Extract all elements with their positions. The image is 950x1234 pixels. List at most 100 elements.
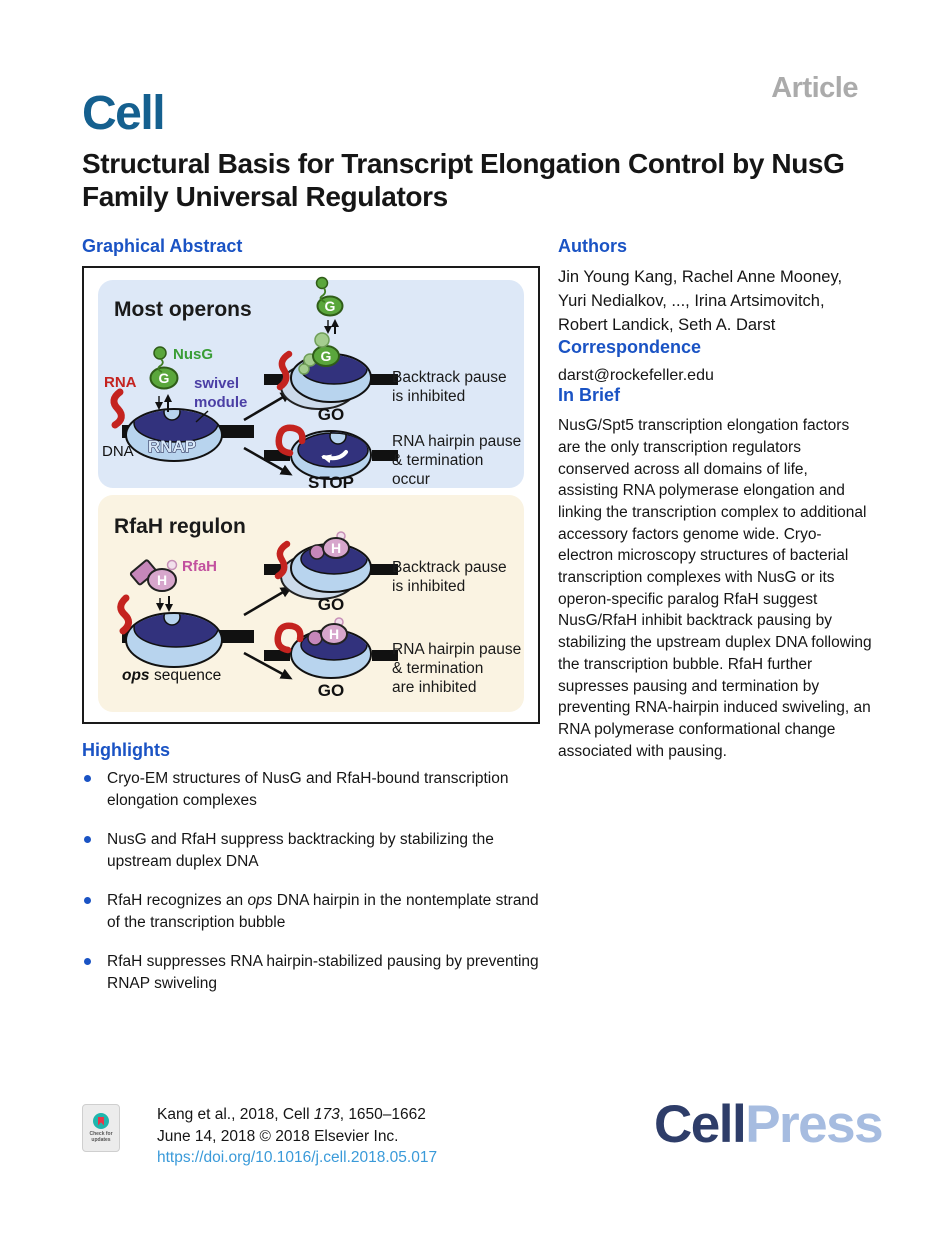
nusg-ctd-circle bbox=[315, 276, 329, 290]
caption: is inhibited bbox=[392, 388, 465, 405]
g-letter: G bbox=[321, 348, 332, 364]
dna-label: DNA bbox=[102, 443, 134, 460]
bullet-icon bbox=[84, 958, 91, 965]
rfah-h-oval bbox=[322, 537, 350, 559]
arrow-to-go1 bbox=[243, 586, 293, 617]
highlight-text-italic: ops bbox=[247, 892, 273, 909]
caption: RNA hairpin pause bbox=[392, 433, 521, 450]
highlight-text: RfaH recognizes an bbox=[107, 892, 248, 909]
dna-bar bbox=[370, 374, 398, 385]
nusg-ctd-circle bbox=[298, 363, 310, 375]
cellpress-logo: CellPress bbox=[654, 1094, 884, 1155]
dna-bar bbox=[372, 450, 398, 461]
highlight-text: DNA hairpin in the nontemplate strand of… bbox=[107, 892, 539, 931]
rna-squiggle bbox=[117, 594, 132, 635]
dna-bar bbox=[264, 450, 290, 461]
info-column: Authors Jin Young Kang, Rachel Anne Moon… bbox=[558, 236, 872, 762]
g-letter: G bbox=[159, 370, 170, 386]
highlight-text: Cryo-EM structures of NusG and RfaH-boun… bbox=[107, 770, 509, 809]
arrow-to-go bbox=[243, 391, 293, 422]
swivel-label-2: module bbox=[194, 394, 247, 411]
rfah-label: RfaH bbox=[182, 558, 217, 575]
dna-bar bbox=[264, 374, 290, 385]
nusg-ctd-circle bbox=[153, 346, 167, 360]
caption: RNA hairpin pause bbox=[392, 641, 521, 658]
panel2-title: RfaH regulon bbox=[114, 515, 246, 538]
nusg-ctd-circle bbox=[314, 332, 330, 348]
citation-line-2: June 14, 2018 © 2018 Elsevier Inc. bbox=[157, 1127, 399, 1145]
highlight-item: RfaH recognizes an ops DNA hairpin in th… bbox=[82, 890, 552, 934]
caption: is inhibited bbox=[392, 578, 465, 595]
ops-label: ops bbox=[122, 667, 150, 684]
rfah-barrel-circle bbox=[307, 630, 323, 646]
in-brief-heading: In Brief bbox=[558, 385, 621, 406]
rnap-label: RNAP bbox=[148, 437, 196, 456]
author-names: Jin Young Kang, Rachel Anne Mooney, Yuri… bbox=[558, 268, 843, 334]
badge-text: Check for updates bbox=[89, 1131, 113, 1143]
rna-label: RNA bbox=[104, 374, 137, 391]
caption: Backtrack pause bbox=[392, 559, 507, 576]
highlights-list: Cryo-EM structures of NusG and RfaH-boun… bbox=[82, 768, 552, 1012]
swivel-arrow-icon bbox=[321, 450, 348, 464]
highlight-item: RfaH suppresses RNA hairpin-stabilized p… bbox=[82, 951, 552, 995]
rna-squiggle bbox=[110, 388, 125, 429]
check-updates-icon bbox=[93, 1113, 109, 1129]
go-label: GO bbox=[318, 595, 344, 614]
article-type-label: Article bbox=[771, 72, 858, 104]
highlights-heading: Highlights bbox=[82, 740, 170, 760]
bookmark-icon bbox=[98, 1116, 104, 1126]
highlight-item: Cryo-EM structures of NusG and RfaH-boun… bbox=[82, 768, 552, 812]
rna-squiggle bbox=[274, 540, 291, 580]
graphical-abstract-heading: Graphical Abstract bbox=[82, 236, 243, 256]
arrow-to-go2 bbox=[243, 651, 293, 680]
dna-bar bbox=[264, 564, 290, 575]
correspondence-email[interactable]: darst@rockefeller.edu bbox=[558, 367, 714, 385]
caption: occur bbox=[392, 471, 430, 488]
caption: & termination bbox=[392, 660, 483, 677]
go-label: GO bbox=[318, 405, 344, 424]
paper-title: Structural Basis for Transcript Elongati… bbox=[82, 148, 845, 212]
dna-bar bbox=[264, 650, 290, 661]
citation-line-1: Kang et al., 2018, Cell 173, 1650–1662 bbox=[157, 1106, 426, 1123]
rfah-h-oval bbox=[147, 568, 177, 592]
nusg-label: NusG bbox=[173, 346, 213, 363]
caption: are inhibited bbox=[392, 679, 476, 696]
citation-block: Kang et al., 2018, Cell 173, 1650–1662 J… bbox=[157, 1104, 437, 1169]
caption: Backtrack pause bbox=[392, 369, 507, 386]
highlight-text: NusG and RfaH suppress backtracking by s… bbox=[107, 831, 494, 870]
rna-hairpin bbox=[275, 424, 306, 457]
go-label: GO bbox=[318, 681, 344, 700]
graphical-abstract-svg: Most operons RNAP DNA G NusG RNA swivel … bbox=[98, 276, 524, 712]
nusg-linker bbox=[319, 287, 327, 303]
stop-label: STOP bbox=[308, 473, 354, 492]
caption: & termination bbox=[392, 452, 483, 469]
g-letter: G bbox=[325, 298, 336, 314]
correspondence-heading: Correspondence bbox=[558, 337, 702, 358]
rfah-h-oval bbox=[320, 623, 348, 645]
nusg-linker bbox=[157, 358, 164, 373]
nusg-g-oval bbox=[149, 366, 179, 390]
h-letter: H bbox=[157, 572, 167, 588]
swivel-module-shape bbox=[297, 432, 369, 468]
doi-link[interactable]: https://doi.org/10.1016/j.cell.2018.05.0… bbox=[157, 1149, 438, 1167]
dna-bar bbox=[372, 650, 398, 661]
panel1-title: Most operons bbox=[114, 298, 252, 321]
bullet-icon bbox=[84, 836, 91, 843]
highlight-text: RfaH suppresses RNA hairpin-stabilized p… bbox=[107, 953, 539, 992]
swivel-label-1: swivel bbox=[194, 375, 239, 392]
h-letter: H bbox=[331, 540, 341, 556]
rna-hairpin bbox=[274, 622, 304, 654]
dna-bar bbox=[370, 564, 398, 575]
authors-heading: Authors bbox=[558, 236, 627, 256]
bullet-icon bbox=[84, 897, 91, 904]
rna-squiggle bbox=[276, 350, 293, 391]
graphical-abstract-figure: Most operons RNAP DNA G NusG RNA swivel … bbox=[82, 266, 540, 724]
cellpress-logo-press: Press bbox=[745, 1095, 883, 1154]
check-for-updates-badge[interactable]: Check for updates bbox=[82, 1104, 120, 1152]
highlight-item: NusG and RfaH suppress backtracking by s… bbox=[82, 829, 552, 873]
sequence-label: sequence bbox=[154, 667, 221, 684]
cellpress-logo-cell: Cell bbox=[654, 1095, 747, 1154]
bullet-icon bbox=[84, 775, 91, 782]
pointer-line bbox=[195, 410, 209, 423]
